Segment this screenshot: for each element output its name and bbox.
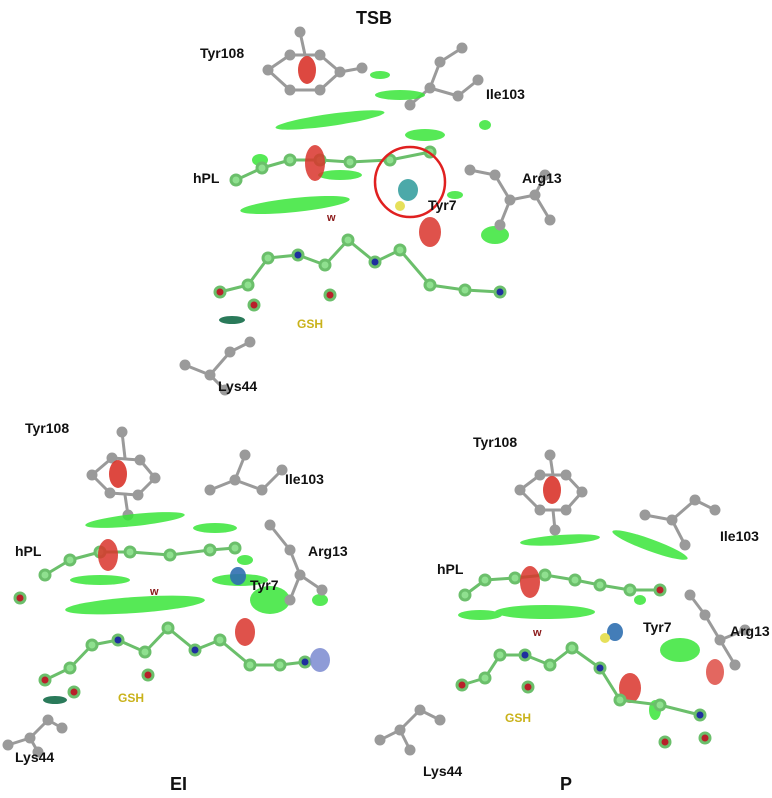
ligand-hpl — [13, 541, 242, 605]
repulsive-isosurface — [298, 56, 316, 84]
panel-title: EI — [170, 774, 187, 794]
label-arg13: Arg13 — [730, 623, 770, 639]
nci-contact-isosurface — [230, 567, 246, 585]
repulsive-isosurface — [543, 476, 561, 504]
panel-tsb: TSB Tyr108 Ile103 — [179, 8, 562, 396]
residue-ile103 — [204, 449, 288, 496]
residue-tyr108 — [262, 26, 368, 96]
label-tyr7: Tyr7 — [250, 577, 279, 593]
sulfur-atom — [395, 201, 405, 211]
label-gsh: GSH — [297, 317, 323, 331]
label-lys44: Lys44 — [218, 378, 257, 394]
label-tyr7: Tyr7 — [428, 197, 457, 213]
label-lys44: Lys44 — [15, 749, 54, 765]
label-tyr7: Tyr7 — [643, 619, 672, 635]
label-ile103: Ile103 — [720, 528, 759, 544]
repulsive-isosurface — [419, 217, 441, 247]
ligand-gsh — [38, 621, 312, 699]
label-gsh: GSH — [505, 711, 531, 725]
label-water: w — [532, 627, 542, 639]
ligand-gsh — [213, 233, 507, 312]
nci-contact-isosurface — [607, 623, 623, 641]
label-hpl: hPL — [15, 543, 42, 559]
label-water: w — [326, 212, 336, 224]
label-hpl: hPL — [193, 170, 220, 186]
label-arg13: Arg13 — [522, 170, 562, 186]
label-ile103: Ile103 — [486, 86, 525, 102]
label-lys44: Lys44 — [423, 763, 462, 779]
residue-lys44 — [374, 704, 446, 756]
highlight-circle — [373, 145, 447, 219]
residue-lys44 — [2, 714, 68, 758]
residue-ile103 — [639, 494, 721, 551]
residue-tyr108 — [514, 449, 588, 536]
ligand-hpl — [229, 145, 437, 187]
ligand-hpl — [458, 568, 667, 602]
nci-small-isosurface — [43, 696, 67, 704]
panel-p: P Tyr108 Ile103 — [374, 434, 770, 794]
residue-ile103 — [404, 42, 484, 111]
label-tyr108: Tyr108 — [25, 420, 69, 436]
repulsive-isosurface — [98, 539, 118, 571]
label-tyr108: Tyr108 — [200, 45, 244, 61]
nci-contact-isosurface — [310, 648, 330, 672]
residue-arg13 — [264, 519, 328, 606]
nci-small-isosurface — [219, 316, 245, 324]
residue-lys44 — [179, 336, 256, 396]
panel-ei: EI Tyr108 Ile103 — [2, 420, 348, 794]
repulsive-isosurface — [305, 145, 325, 181]
label-gsh: GSH — [118, 691, 144, 705]
repulsive-isosurface — [706, 659, 724, 685]
panel-title: TSB — [356, 8, 392, 28]
panel-title: P — [560, 774, 572, 794]
repulsive-isosurface — [235, 618, 255, 646]
label-arg13: Arg13 — [308, 543, 348, 559]
residue-arg13 — [464, 164, 556, 231]
label-water: w — [149, 586, 159, 598]
repulsive-isosurface — [109, 460, 127, 488]
ligand-gsh — [455, 641, 712, 749]
label-hpl: hPL — [437, 561, 464, 577]
nci-isosurface-patches — [240, 71, 509, 244]
residue-arg13 — [684, 589, 751, 671]
repulsive-isosurface — [520, 566, 540, 598]
nci-contact-isosurface — [398, 179, 418, 201]
label-ile103: Ile103 — [285, 471, 324, 487]
label-tyr108: Tyr108 — [473, 434, 517, 450]
sulfur-atom — [600, 633, 610, 643]
